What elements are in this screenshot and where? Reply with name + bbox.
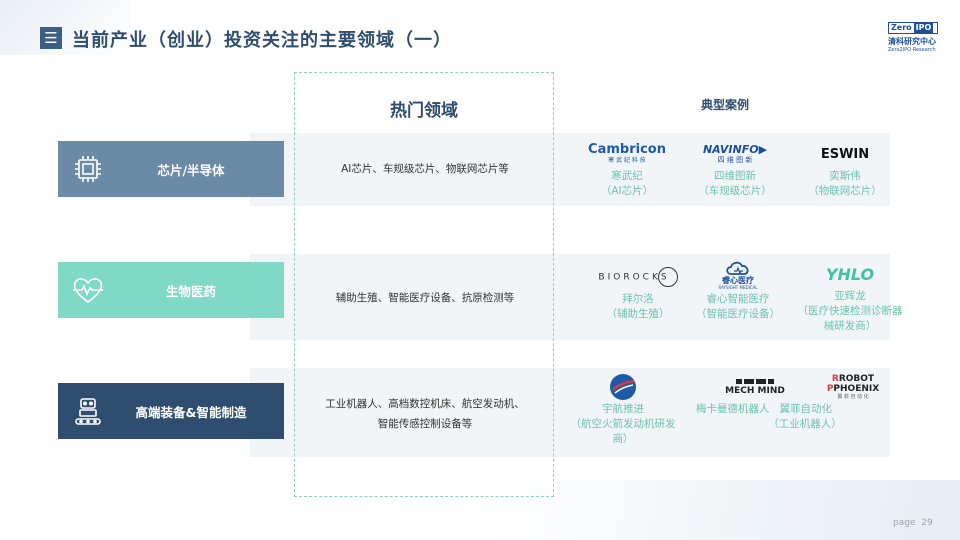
- row-band-manufacturing: [250, 368, 890, 457]
- case-navinfo: NAVINFO▶ 四 维 图 新 四维图新 （车规级芯片）: [698, 143, 772, 197]
- rocket-badge-icon: [610, 374, 636, 400]
- cloud-icon: [726, 261, 749, 275]
- yhlo-logo: YHLO: [825, 264, 875, 284]
- hot-fields-chips: AI芯片、车规级芯片、物联网芯片等: [341, 163, 509, 175]
- category-manufacturing: 高端装备&智能制造: [58, 383, 284, 439]
- hot-fields-bio: 辅助生殖、智能医疗设备、抗原检测等: [335, 292, 515, 304]
- case-raysight: 睿心医疗 RAYSIGHT MEDICAL 睿心智能医疗 （智能医疗设备）: [683, 258, 793, 322]
- row-band-bio: [250, 254, 890, 340]
- menu-icon: ☰: [40, 27, 62, 49]
- case-mechmind: MECH MIND 梅卡曼德机器人 翼菲自动化 （工业机器人）: [696, 372, 842, 432]
- row-band-chips: [250, 133, 890, 206]
- cases-heading: 典型案例: [700, 98, 749, 112]
- biorocks-logo: BIOROCKS: [598, 267, 678, 287]
- case-robot-phoenix: RROBOT PPHOENIX 翼 菲 自 动 化: [826, 374, 880, 400]
- header-decoration: [0, 0, 130, 55]
- category-chips: 芯片/半导体: [58, 141, 284, 197]
- category-biomedicine: 生物医药: [58, 262, 284, 318]
- eswin-logo: ESWIN: [820, 146, 870, 162]
- heart-pulse-icon: [58, 275, 118, 305]
- page-number: page 29: [893, 518, 933, 528]
- case-yhlo: YHLO 亚辉龙 （医疗快速检测诊断器械研发商）: [797, 264, 903, 333]
- navinfo-logo: NAVINFO▶: [702, 143, 768, 156]
- robot-phoenix-logo: RROBOT: [831, 374, 875, 384]
- hot-fields-highlight: [294, 72, 554, 497]
- hot-fields-heading: 热门领域: [390, 101, 458, 121]
- case-biorocks: BIOROCKS 拜尔洛 （辅助生殖）: [583, 262, 693, 322]
- cambricon-logo: Cambricon: [588, 142, 666, 157]
- case-yuhang: 宇航推进 （航空火箭发动机研发商）: [568, 372, 678, 447]
- hot-fields-manufacturing: 工业机器人、高档数控机床、航空发动机、 智能传感控制设备等: [325, 398, 525, 430]
- case-cambricon: Cambricon 寒 武 纪 科 技 寒武纪 （AI芯片）: [588, 142, 666, 198]
- mechmind-logo: MECH MIND: [725, 385, 785, 396]
- mechmind-mark: [736, 378, 774, 384]
- page-title: 当前产业（创业）投资关注的主要领域（一）: [72, 30, 452, 51]
- robot-arm-icon: [58, 395, 118, 427]
- case-eswin: ESWIN 奕斯伟 （物联网芯片）: [808, 146, 882, 198]
- footer-decoration: [500, 480, 960, 540]
- chip-icon: [58, 153, 118, 185]
